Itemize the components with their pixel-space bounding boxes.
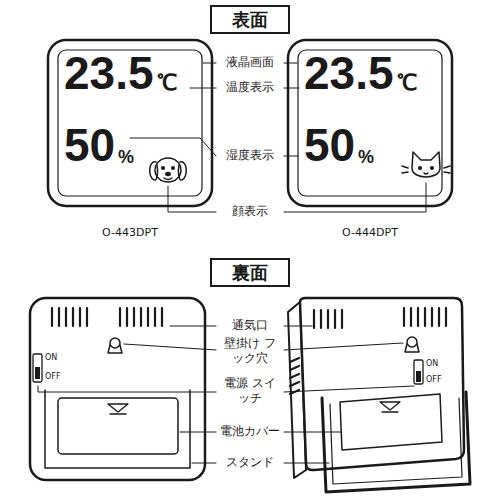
section-heading: 表面 (210, 5, 290, 34)
lcd-frame (58, 50, 202, 196)
percent-unit: % (118, 148, 134, 166)
switch-label: ON (426, 359, 438, 369)
part-name: 電源 スイッチ (223, 376, 277, 406)
celsius-unit: ℃ (397, 72, 417, 94)
cover-arrow (380, 402, 400, 412)
cover-arrow (108, 404, 128, 414)
part-name: スタンド (218, 455, 282, 470)
part-name: 壁掛け フック穴 (223, 336, 277, 366)
battery-cover (340, 394, 442, 450)
part-name: 顔表示 (218, 204, 282, 219)
lcd-frame (298, 50, 442, 196)
part-name: 電池カバー (218, 424, 282, 439)
humidity-digits: 50 (64, 122, 115, 168)
vent-slits (52, 308, 162, 326)
housing (30, 298, 205, 480)
humidity-digits: 50 (304, 122, 355, 168)
stand (322, 392, 470, 492)
housing (288, 40, 452, 206)
model-number: O-444DPT (320, 226, 420, 240)
temperature-digits: 23.5 (304, 50, 394, 96)
switch-label: OFF (45, 372, 61, 382)
part-name: 温度表示 (218, 80, 282, 95)
part-name: 湿度表示 (218, 148, 282, 163)
cat-face (402, 152, 450, 177)
stand (45, 390, 190, 468)
dog-face (150, 158, 187, 182)
power-switch (414, 360, 423, 384)
switch-label: ON (45, 353, 57, 363)
heading-text: 表面 (232, 8, 268, 31)
model-number: O-443DPT (80, 226, 180, 240)
switch-label: OFF (426, 375, 442, 385)
leader-lines (38, 326, 414, 463)
temperature-digits: 23.5 (64, 50, 154, 96)
battery-cover (58, 398, 178, 454)
part-name: 通気口 (218, 318, 282, 333)
part-name: 液晶画面 (218, 55, 282, 70)
percent-unit: % (358, 148, 374, 166)
hook-hole (108, 338, 122, 353)
heading-text: 裏面 (232, 261, 268, 284)
vent-slits (290, 308, 446, 394)
hook-hole (405, 337, 419, 352)
celsius-unit: ℃ (157, 72, 177, 94)
housing (48, 40, 212, 206)
power-switch (33, 354, 42, 382)
section-heading: 裏面 (210, 258, 290, 287)
